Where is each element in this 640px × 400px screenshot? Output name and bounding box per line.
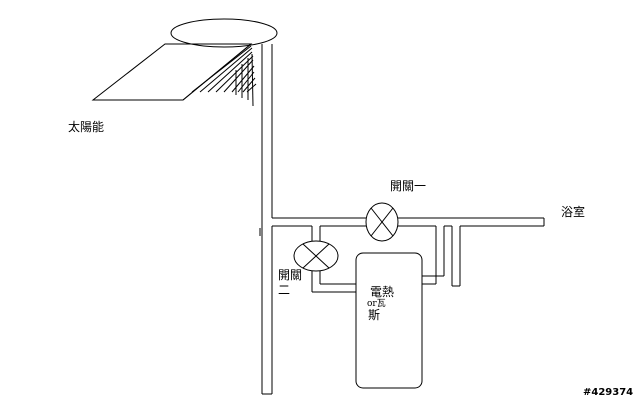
heater-inlet-pipe — [311, 271, 356, 293]
solar-tank — [170, 18, 278, 48]
heater-label-line2: or瓦 — [367, 298, 386, 309]
switch-one-valve — [365, 202, 399, 242]
heater-label-line3: 斯 — [368, 308, 380, 322]
heater-label-line1: 電熱 — [370, 285, 394, 299]
bathroom-label: 浴室 — [561, 204, 585, 219]
heater-outlet-pipe — [422, 226, 461, 287]
heater-tank — [355, 252, 423, 389]
solar-panel-hatching — [191, 45, 257, 107]
horizontal-pipe-to-bathroom — [272, 217, 545, 227]
switch-two-label-line1: 開關 — [278, 268, 302, 282]
solar-panel — [91, 43, 253, 101]
solar-label: 太陽能 — [68, 119, 104, 134]
switch-two-label-line2: 二 — [278, 283, 290, 297]
watermark: #429374 — [583, 387, 633, 398]
switch-two-branch-pipe — [311, 226, 321, 241]
main-vertical-pipe — [259, 44, 273, 395]
switch-one-label: 開關一 — [390, 179, 426, 193]
switch-two-valve — [293, 240, 339, 272]
